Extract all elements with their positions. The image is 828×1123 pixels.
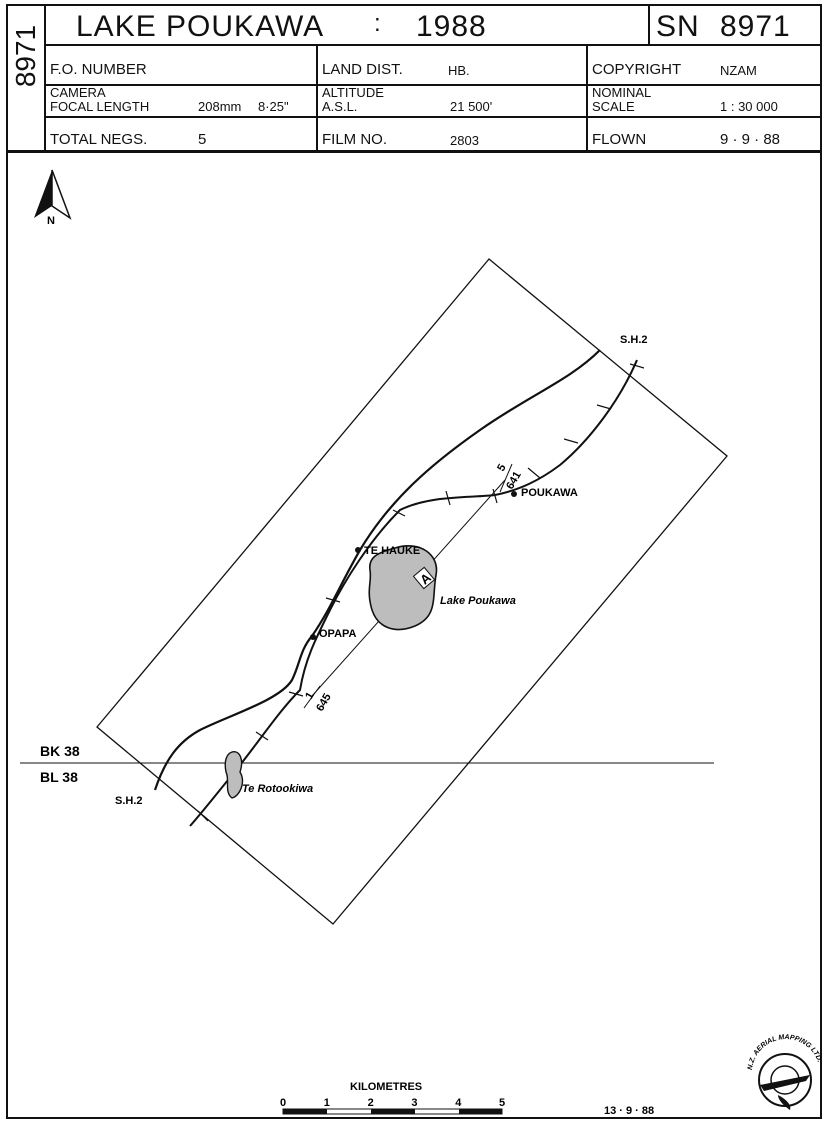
grid-label-upper: BK 38	[40, 743, 80, 759]
grid-label-lower: BL 38	[40, 769, 78, 785]
scale-tick-label: 2	[368, 1097, 374, 1109]
copyright-label: COPYRIGHT	[592, 61, 682, 78]
railway-line	[189, 359, 638, 827]
north-arrow-icon	[34, 169, 72, 220]
te-hauke-dot	[355, 547, 361, 553]
focal-length-mm: 208mm	[198, 99, 242, 114]
lake-label: Lake Poukawa	[440, 595, 516, 607]
poukawa-dot	[511, 491, 517, 497]
photo-coverage-box	[96, 258, 728, 925]
flown-label: FLOWN	[592, 131, 647, 148]
small-lake-label: Te Rotookiwa	[242, 783, 313, 795]
opapa-dot	[310, 634, 316, 640]
scale-tick-labels: 0 1 2 3 4 5	[280, 1097, 505, 1109]
scale-bar	[282, 1108, 503, 1115]
land-dist-label: LAND DIST.	[322, 61, 403, 78]
place-te-hauke: TE HAUKE	[364, 545, 420, 557]
sn-number: 8971	[720, 10, 791, 43]
title-separator: :	[374, 10, 382, 37]
scale-tick-label: 3	[411, 1097, 417, 1109]
total-negs-value: 5	[198, 131, 207, 148]
state-highway-2	[153, 349, 601, 791]
asl-label: A.S.L.	[322, 99, 358, 114]
lake-te-rotookiwa	[224, 751, 244, 799]
scale-bar-title: KILOMETRES	[350, 1081, 422, 1093]
map-year: 1988	[416, 10, 487, 43]
north-label: N	[47, 215, 55, 227]
focal-length-label: FOCAL LENGTH	[50, 99, 150, 114]
film-no-label: FILM NO.	[322, 131, 388, 148]
place-poukawa: POUKAWA	[521, 487, 578, 499]
aerial-mapping-logo: N.Z. AERIAL MAPPING LTD.	[747, 1034, 823, 1110]
scale-label: SCALE	[592, 99, 635, 114]
scale-tick-label: 0	[280, 1097, 286, 1109]
scale-tick-label: 1	[324, 1097, 330, 1109]
film-no-value: 2803	[450, 133, 479, 148]
header-table: 8971 LAKE POUKAWA : 1988 SN 8971 F.O. NU…	[6, 4, 822, 152]
run-end-tick-bottom	[303, 685, 321, 709]
run-end-bottom-frame: 645	[314, 692, 334, 714]
nominal-label: NOMINAL	[592, 85, 652, 100]
road-label-top: S.H.2	[620, 334, 648, 346]
flight-run-marker	[412, 566, 436, 590]
railway-ticks	[197, 363, 645, 822]
run-end-bottom: 1	[303, 690, 316, 701]
focal-length-inches: 8·25"	[258, 99, 289, 114]
footer-date: 13 · 9 · 88	[604, 1105, 654, 1117]
altitude-label: ALTITUDE	[322, 85, 384, 100]
nominal-scale-value: 1 : 30 000	[720, 99, 778, 114]
map-title: LAKE POUKAWA	[76, 10, 325, 43]
copyright-value: NZAM	[720, 63, 757, 78]
map-border	[6, 151, 822, 1119]
land-dist-value: HB.	[448, 63, 470, 78]
flown-date: 9 · 9 · 88	[720, 131, 781, 148]
road-label-bottom: S.H.2	[115, 795, 143, 807]
fo-number-label: F.O. NUMBER	[50, 61, 147, 78]
run-end-top: 5	[495, 462, 508, 473]
altitude-value: 21 500'	[450, 99, 493, 114]
sn-label: SN	[656, 10, 700, 43]
scale-tick-label: 5	[499, 1097, 505, 1109]
scale-tick-label: 4	[455, 1097, 462, 1109]
place-opapa: OPAPA	[319, 628, 357, 640]
lake-poukawa	[368, 545, 438, 631]
run-end-tick-top	[499, 463, 513, 493]
camera-label: CAMERA	[50, 85, 106, 100]
total-negs-label: TOTAL NEGS.	[50, 131, 148, 148]
